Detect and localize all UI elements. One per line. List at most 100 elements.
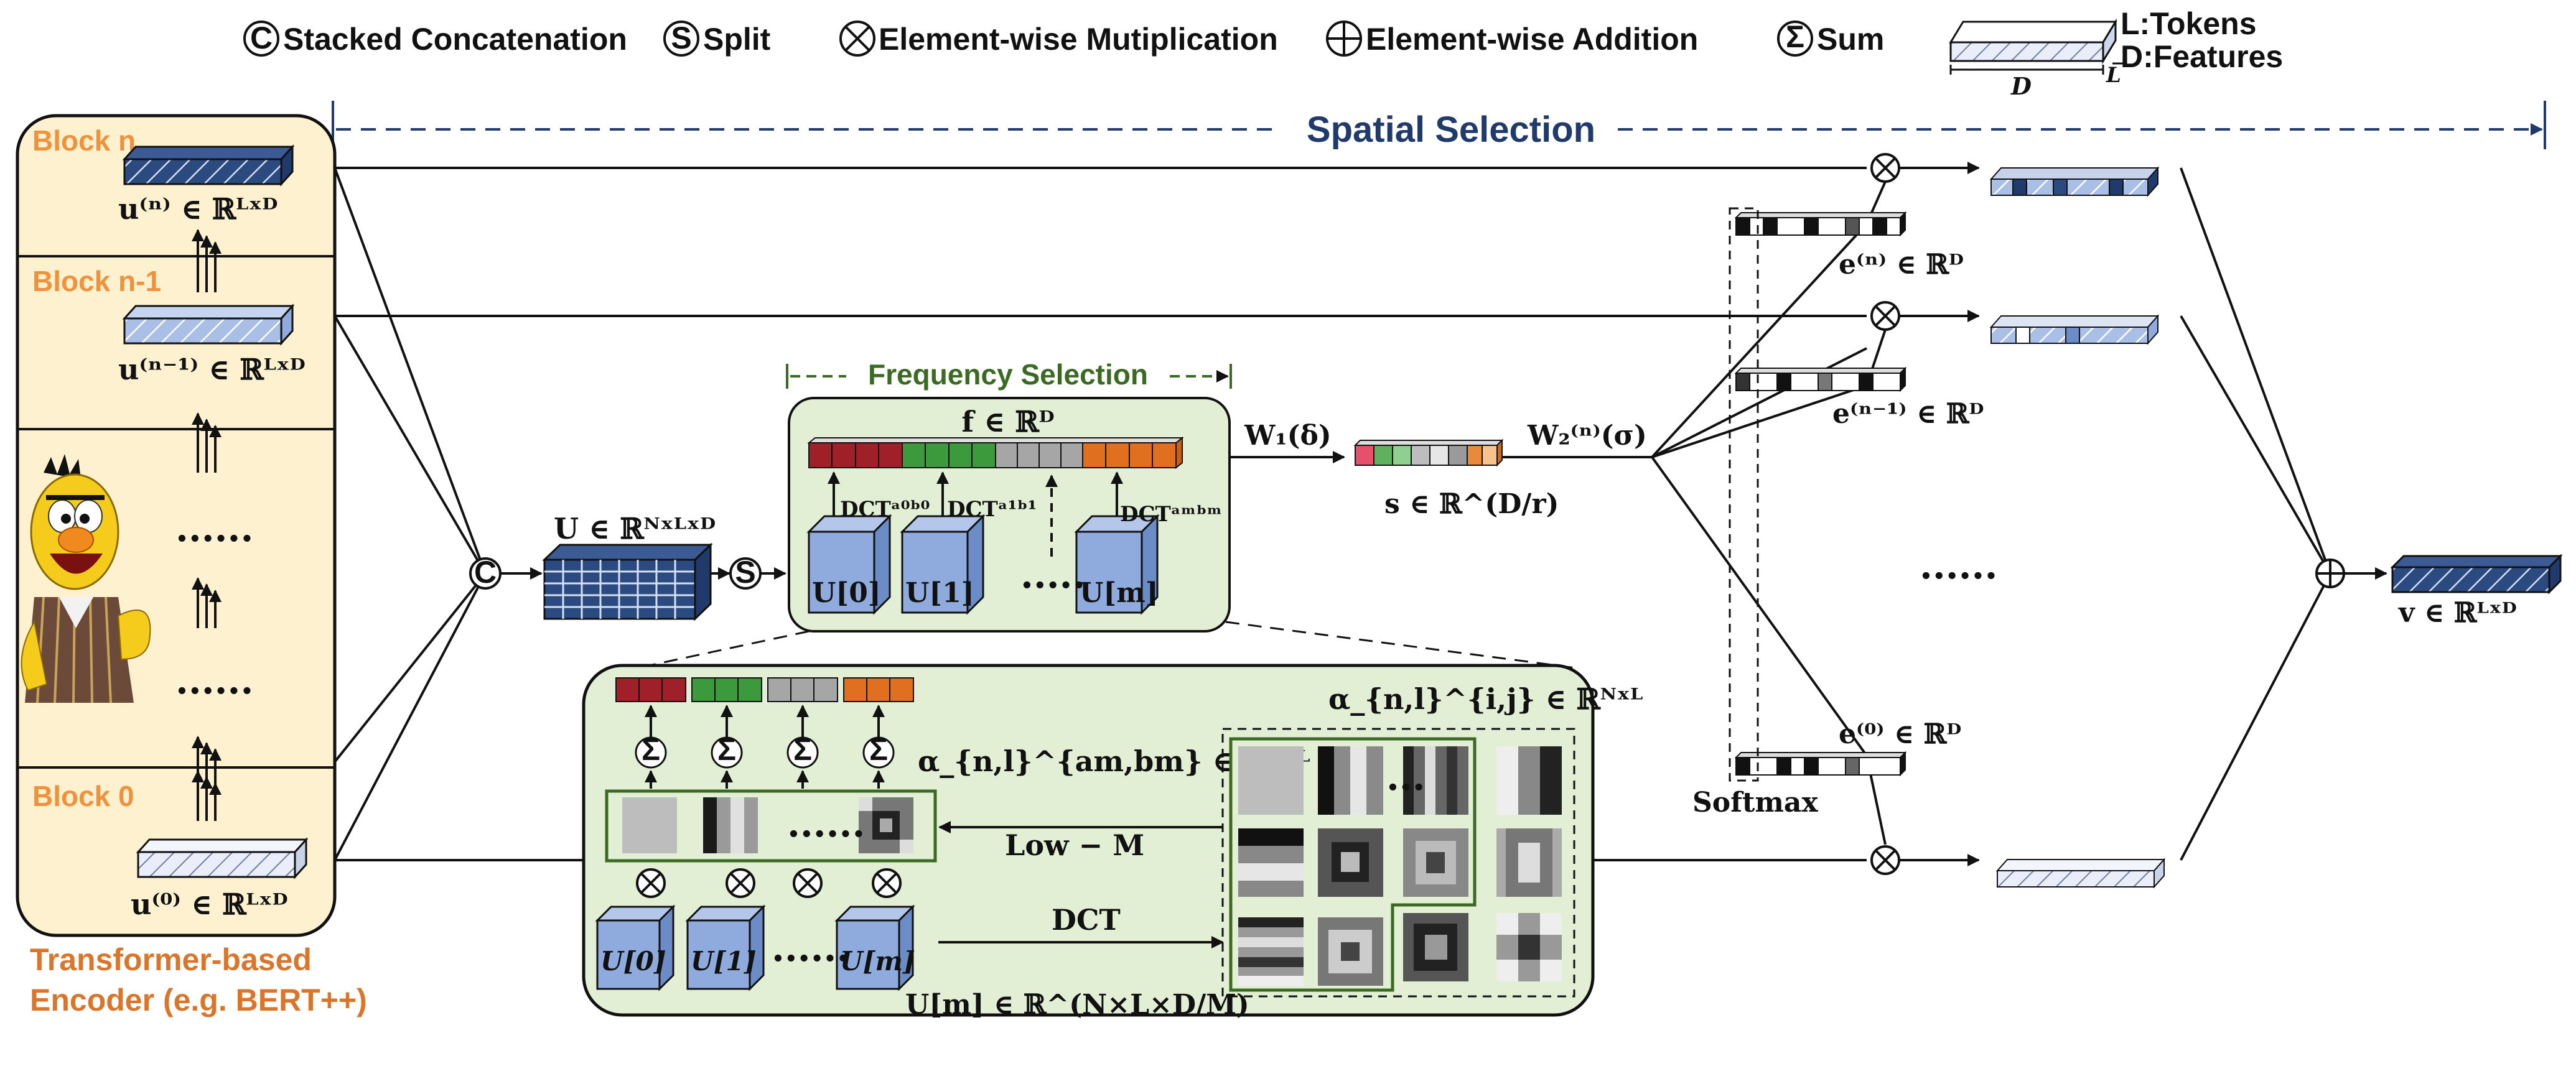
- block-n-tensor: [122, 144, 295, 187]
- detail-sum-nodes: Σ Σ Σ Σ: [635, 705, 895, 789]
- svg-text:Σ: Σ: [1786, 19, 1804, 54]
- freq-U0-label: U[0]: [812, 577, 881, 609]
- legend: C Stacked Concatenation S Split Element-…: [243, 6, 2283, 100]
- detail-Um-dim-label: U[m] ∈ ℝ^(N×L×D/M): [905, 989, 1249, 1021]
- concat-node: C: [469, 555, 502, 590]
- detail-Um-label: U[m]: [840, 946, 915, 976]
- e-n-vector: [1734, 211, 1907, 237]
- multiply-icon: [839, 21, 875, 57]
- encoder-dots-lower: ......: [175, 659, 253, 703]
- output-v-tensor: [2390, 554, 2563, 595]
- dct-basis-grid: ...: [1221, 728, 1575, 998]
- block-0-tensor: [136, 837, 309, 879]
- add-icon: [1326, 21, 1362, 57]
- e-0-label: e⁽⁰⁾ ∈ ℝᴰ: [1839, 718, 1961, 750]
- svg-text:Σ: Σ: [642, 732, 660, 767]
- legend-split-label: Split: [703, 22, 771, 57]
- selected-patterns: [605, 789, 937, 863]
- encoder-caption-line1: Transformer-based: [30, 942, 312, 977]
- e-n1-vector: [1734, 366, 1907, 392]
- dct-label: DCT: [1052, 903, 1121, 937]
- dct-1-label: DCTᵃ¹ᵇ¹: [947, 497, 1037, 522]
- low-m-label: Low − M: [1005, 828, 1144, 862]
- svg-text:C: C: [474, 555, 497, 590]
- u-0-label: u⁽⁰⁾ ∈ ℝᴸˣᴰ: [131, 888, 288, 921]
- W1-label: W₁(δ): [1244, 420, 1332, 452]
- layer-arrows: [192, 229, 222, 821]
- sum-symbol-legend: Σ: [1777, 19, 1813, 57]
- spatial-selection-title: Spatial Selection: [1307, 109, 1595, 150]
- selected-patterns-dots: ......: [787, 802, 865, 846]
- freq-cubes: [806, 514, 1160, 615]
- svg-text:C: C: [250, 21, 273, 55]
- f-vector: [807, 436, 1184, 470]
- encoder-dots-upper: ......: [175, 507, 253, 550]
- tensor-legend-icon: [1949, 18, 2123, 75]
- e-0-vector: [1734, 751, 1907, 777]
- multiply-node-n1: [1870, 301, 1900, 331]
- U-stack-label: U ∈ ℝᴺˣᴸˣᴰ: [554, 512, 716, 545]
- dct-arrows: [828, 471, 1123, 557]
- freq-Um-label: U[m]: [1080, 577, 1159, 609]
- legend-add-label: Element-wise Addition: [1366, 22, 1698, 57]
- block-0-label: Block 0: [32, 780, 134, 812]
- u-n-label: u⁽ⁿ⁾ ∈ ℝᴸˣᴰ: [118, 192, 278, 226]
- detail-U0-label: U[0]: [600, 946, 666, 976]
- detail-cubes: [595, 904, 915, 991]
- svg-text:S: S: [735, 555, 755, 590]
- bert-mascot-illustration: [21, 454, 151, 703]
- block-n-label: Block n: [32, 124, 136, 157]
- legend-tokens-label: L:Tokens: [2121, 6, 2257, 41]
- legend-features-label: D:Features: [2121, 39, 2283, 74]
- legend-dim-l: L: [2106, 63, 2121, 88]
- legend-dim-d: D: [2010, 72, 2032, 100]
- block-n1-tensor: [122, 304, 295, 346]
- svg-text:Σ: Σ: [717, 732, 736, 767]
- U-stack-tensor: [542, 542, 713, 621]
- encoder-panel: Block n Block n-1 Block 0 u⁽ⁿ⁾ ∈ ℝᴸˣᴰ u⁽…: [16, 114, 337, 937]
- s-vector: [1353, 438, 1504, 467]
- weighted-output-n1: [1989, 314, 2160, 345]
- branch-lines: [1651, 181, 1887, 845]
- freq-U1-label: U[1]: [905, 577, 974, 609]
- detail-multiply-nodes: [636, 868, 902, 898]
- detail-cube-dots: ......: [772, 927, 849, 970]
- sum-lines: [2180, 167, 2331, 861]
- encoder-caption-line2: Encoder (e.g. BERT++): [30, 983, 367, 1017]
- right-dots: ......: [1920, 544, 1997, 588]
- dct-m-label: DCTᵃᵐᵇᵐ: [1120, 502, 1222, 527]
- multiply-node-n: [1870, 153, 1900, 183]
- svg-text:S: S: [671, 21, 691, 55]
- softmax-box: [1729, 207, 1759, 782]
- zoom-line-right: [1225, 621, 1581, 670]
- multiply-node-0: [1870, 845, 1900, 875]
- s-vector-label: s ∈ ℝ^(D/r): [1384, 488, 1559, 520]
- e-n1-label: e⁽ⁿ⁻¹⁾ ∈ ℝᴰ: [1832, 398, 1984, 430]
- zoom-line-left: [634, 630, 810, 670]
- e-n-label: e⁽ⁿ⁾ ∈ ℝᴰ: [1839, 249, 1964, 280]
- W2-label: W₂⁽ⁿ⁾(σ): [1527, 420, 1647, 452]
- split-symbol-legend: S: [663, 21, 699, 57]
- add-node: [2315, 558, 2345, 588]
- detail-box: Σ Σ Σ Σ α_{n,l}^{am,bm} ∈ ℝᴺˣᴸ ......: [582, 664, 1643, 1021]
- grid-dots-1: ...: [1386, 756, 1426, 799]
- detail-U1-label: U[1]: [691, 946, 757, 976]
- connections: [334, 167, 1867, 861]
- svg-text:Σ: Σ: [869, 732, 888, 767]
- freq-cube-dots: .....: [1020, 554, 1085, 597]
- legend-sum-label: Sum: [1817, 22, 1884, 57]
- softmax-label: Softmax: [1692, 787, 1818, 818]
- u-n1-label: u⁽ⁿ⁻¹⁾ ∈ ℝᴸˣᴰ: [118, 353, 306, 386]
- concat-symbol-legend: C: [243, 21, 279, 57]
- weighted-output-n: [1989, 166, 2160, 197]
- frequency-selection-bracket: Frequency Selection: [786, 358, 1232, 391]
- legend-multiply-label: Element-wise Mutiplication: [879, 22, 1278, 57]
- detail-colored-vectors: [615, 677, 914, 702]
- alpha-top-label: α_{n,l}^{i,j} ∈ ℝᴺˣᴸ: [1328, 682, 1643, 716]
- legend-concat-label: Stacked Concatenation: [283, 22, 627, 57]
- frequency-box: f ∈ ℝᴰ U[0] U[1]: [788, 397, 1231, 633]
- spatial-selection-bracket: Spatial Selection: [332, 101, 2546, 150]
- frequency-selection-title: Frequency Selection: [868, 358, 1148, 391]
- block-n1-label: Block n-1: [32, 265, 161, 297]
